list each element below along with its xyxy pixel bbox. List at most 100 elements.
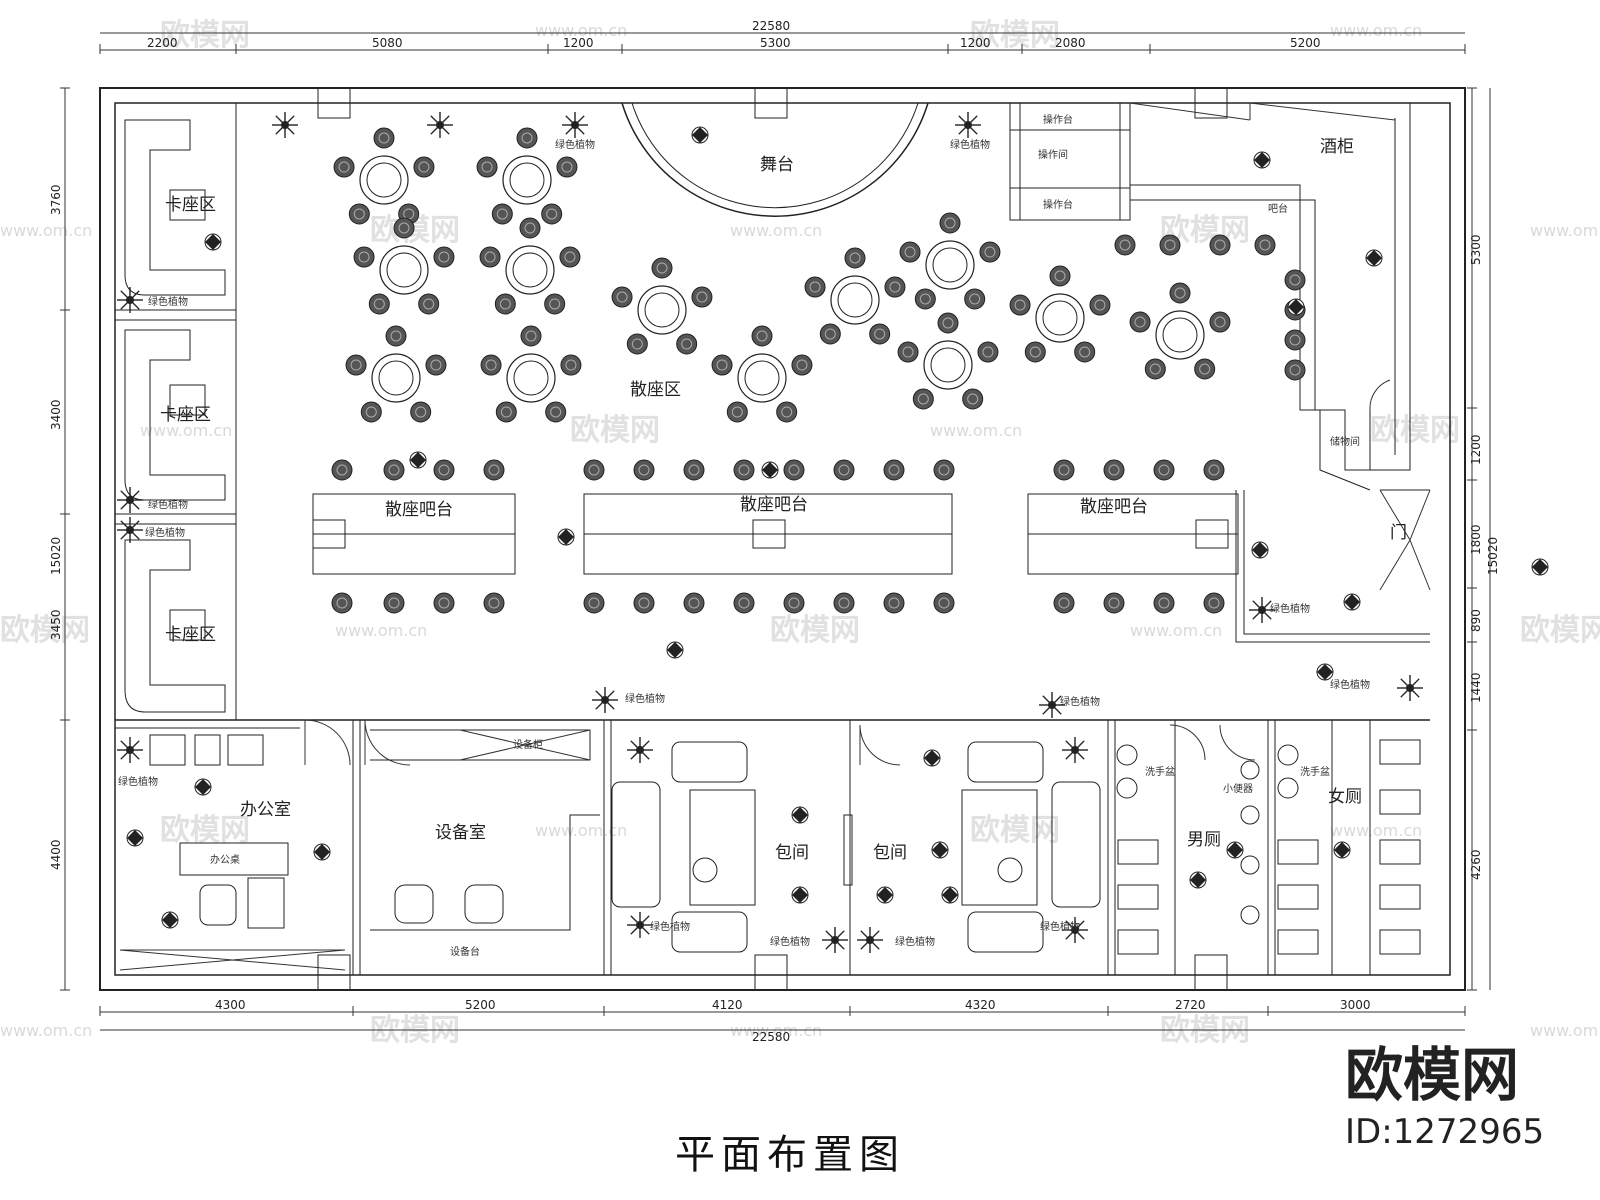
bar-stool-icon xyxy=(937,312,959,334)
bar-stool-icon xyxy=(560,354,582,376)
dim-bottom-seg: 4120 xyxy=(712,998,743,1012)
dim-bottom-seg: 5200 xyxy=(465,998,496,1012)
label-wash-1: 洗手盆 xyxy=(1145,765,1175,778)
bar-stool-icon xyxy=(804,276,826,298)
bar-stool-icon xyxy=(331,592,353,614)
dim-top-seg: 2200 xyxy=(147,36,178,50)
plant-label: 绿色植物 xyxy=(625,692,665,705)
bar-stool-icon xyxy=(331,459,353,481)
bar-stool-icon xyxy=(1284,269,1306,291)
plant-icon xyxy=(117,737,143,763)
dim-left-total: 15020 xyxy=(49,537,63,575)
plant-icon xyxy=(1249,597,1275,623)
plant-label: 绿色植物 xyxy=(1040,920,1080,933)
bar-stool-icon xyxy=(1053,459,1075,481)
plant-icon xyxy=(272,112,298,138)
bar-stool-icon xyxy=(433,459,455,481)
bar-stool-icon xyxy=(869,323,891,345)
index-marker-icon xyxy=(1333,841,1351,859)
round-table-icon xyxy=(480,325,582,423)
index-marker-icon xyxy=(204,233,222,251)
dimension-labels: 22580 2200 5080 1200 5300 1200 2080 5200… xyxy=(49,19,1500,1044)
watermark-url: www.om.cn xyxy=(140,421,232,440)
plants-layer xyxy=(117,112,1423,953)
index-marker-icon xyxy=(1251,541,1269,559)
plant-icon xyxy=(627,912,653,938)
bar-stool-icon xyxy=(583,459,605,481)
brand-id: ID:1272965 xyxy=(1345,1112,1544,1152)
bar-stool-icon xyxy=(345,354,367,376)
index-marker-icon xyxy=(1189,871,1207,889)
plant-label: 绿色植物 xyxy=(895,935,935,948)
bar-stool-icon xyxy=(483,459,505,481)
label-office: 办公室 xyxy=(240,800,291,820)
bar-stool-icon xyxy=(368,293,390,315)
doors xyxy=(304,379,1431,766)
bar-stool-icon xyxy=(333,156,355,178)
watermark-url: www.om.cn xyxy=(1530,1021,1600,1040)
bar-stool-icon xyxy=(348,203,370,225)
drawing-title: 平面布置图 xyxy=(675,1132,905,1178)
round-table-icon xyxy=(333,127,435,225)
index-marker-icon xyxy=(126,829,144,847)
bar-stool-icon xyxy=(1209,311,1231,333)
bar-stool-icon xyxy=(1209,234,1231,256)
bar-stool-icon xyxy=(383,592,405,614)
bar-stool-icon xyxy=(476,156,498,178)
round-table-icon xyxy=(476,127,578,225)
bar-stool-icon xyxy=(977,341,999,363)
bar-stool-icon xyxy=(410,401,432,423)
dim-bottom-seg: 2720 xyxy=(1175,998,1206,1012)
plant-label: 绿色植物 xyxy=(148,295,188,308)
plant-icon xyxy=(592,687,618,713)
bar-stool-icon xyxy=(1103,459,1125,481)
bar-stool-icon xyxy=(1159,234,1181,256)
watermark-url: www.om.cn xyxy=(335,621,427,640)
watermark: 欧模网 xyxy=(970,813,1060,848)
label-door: 门 xyxy=(1390,523,1407,543)
bar-stool-icon xyxy=(1203,592,1225,614)
dim-top-seg: 1200 xyxy=(960,36,991,50)
bar-stool-icon xyxy=(783,592,805,614)
bar-stool-icon xyxy=(1254,234,1276,256)
bar-stool-icon xyxy=(683,592,705,614)
dim-right-seg: 1200 xyxy=(1469,434,1483,465)
plant-label: 绿色植物 xyxy=(118,775,158,788)
bar-stool-icon xyxy=(751,325,773,347)
label-bar: 吧台 xyxy=(1268,202,1288,215)
round-table-icon xyxy=(479,217,581,315)
label-urinal: 小便器 xyxy=(1223,782,1253,795)
index-marker-icon xyxy=(923,749,941,767)
dimension-lines xyxy=(60,32,1491,1031)
index-marker-icon xyxy=(1253,151,1271,169)
watermark-url: www.om.cn xyxy=(1530,221,1600,240)
round-table-icon xyxy=(1129,282,1231,380)
bar-stool-icon xyxy=(819,323,841,345)
bar-stool-icon xyxy=(979,241,1001,263)
bar-stool-icon xyxy=(433,592,455,614)
bar-stool-icon xyxy=(541,203,563,225)
bar-stool-icon xyxy=(776,401,798,423)
label-private-1: 包间 xyxy=(775,843,809,863)
bar-stool-icon xyxy=(1053,592,1075,614)
dim-top-seg: 5200 xyxy=(1290,36,1321,50)
bar-stool-icon xyxy=(425,354,447,376)
dim-right-seg: 890 xyxy=(1469,609,1483,632)
bar-stool-icon xyxy=(711,354,733,376)
bar-stool-icon xyxy=(516,127,538,149)
toilet-fixtures xyxy=(1116,739,1421,955)
bar-stool-icon xyxy=(683,459,705,481)
watermark-url: www.om.cn xyxy=(730,221,822,240)
round-table-icon xyxy=(711,325,813,423)
plant-label: 绿色植物 xyxy=(148,498,188,511)
index-marker-icon xyxy=(1226,841,1244,859)
bar-stool-icon xyxy=(1103,592,1125,614)
bar-stool-icon xyxy=(1284,359,1306,381)
index-marker-icon xyxy=(761,461,779,479)
label-op-table-2: 操作台 xyxy=(1043,198,1073,211)
plant-icon xyxy=(822,927,848,953)
label-equipment: 设备室 xyxy=(435,823,486,843)
plant-label: 绿色植物 xyxy=(1330,678,1370,691)
bar-stool-icon xyxy=(494,293,516,315)
bar-stool-icon xyxy=(383,459,405,481)
